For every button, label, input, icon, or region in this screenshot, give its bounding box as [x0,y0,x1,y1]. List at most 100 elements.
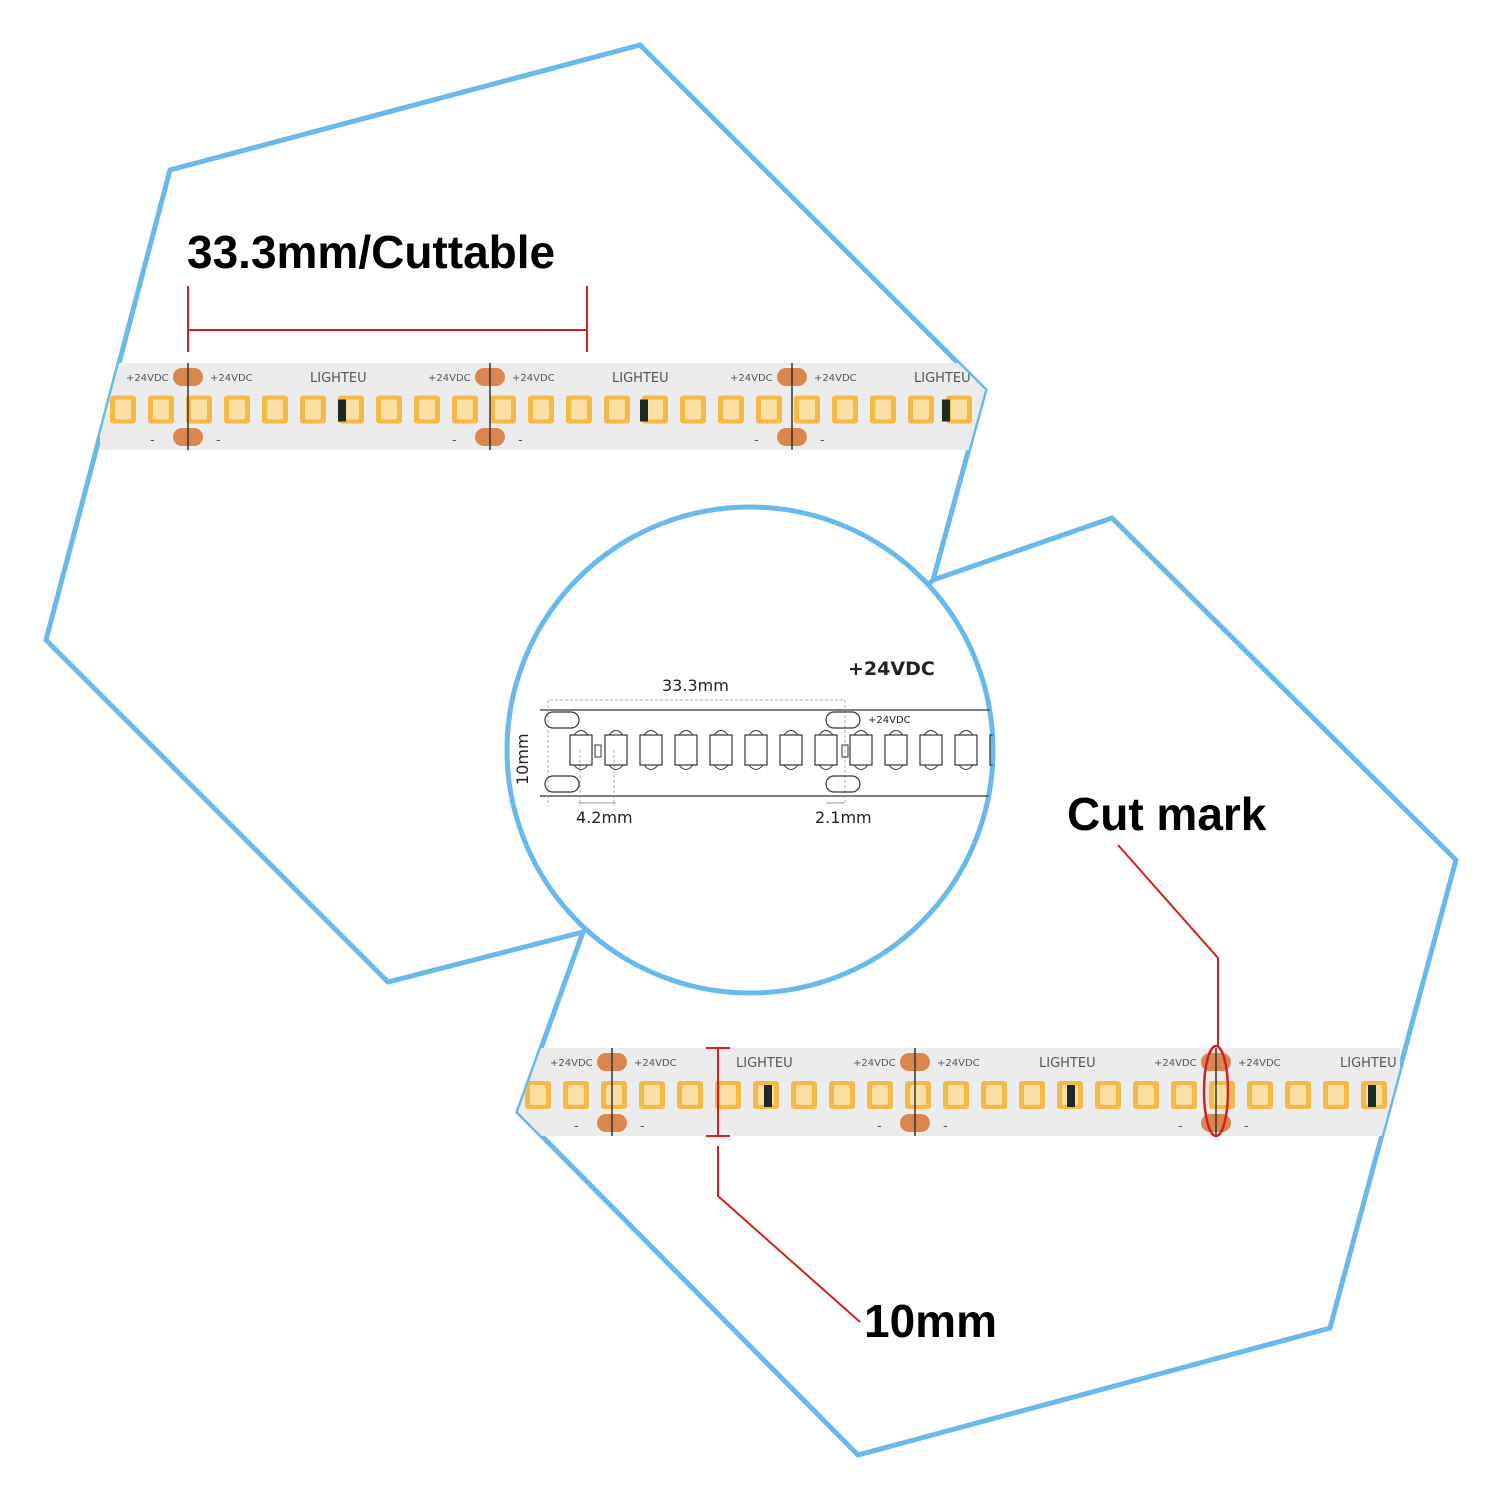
cut-mark-callout: Cut mark [1067,788,1267,1138]
led-core [1138,1085,1154,1105]
resistor [942,399,950,422]
led-core [1024,1085,1040,1105]
strip-voltage-label: +24VDC [853,1058,896,1069]
detail-circle [504,504,996,996]
led-core [685,399,701,420]
resistor [338,399,346,422]
strip-voltage-label: +24VDC [428,373,471,384]
led-chip [984,395,985,424]
strip-voltage-label: +24VDC [634,1058,677,1069]
led-core [644,1085,660,1105]
led-core [343,399,359,420]
diagram-segment-length: 33.3mm [662,676,729,695]
strip-voltage-label: +24VDC [730,373,773,384]
led-outline [639,734,663,766]
led-outline [604,734,628,766]
resistor [1067,1085,1075,1107]
strip-minus-label: - [820,433,825,448]
resistor-outline [841,744,849,758]
led-outline [779,734,803,766]
led-outline [674,734,698,766]
led-lens [923,730,939,770]
led-core [1252,1085,1268,1105]
led-core [647,399,663,420]
led-core [986,1085,1002,1105]
led-core [229,399,245,420]
cuttable-label: 33.3mm/Cuttable [187,226,555,278]
strip-minus-label: - [574,1119,579,1134]
strip-voltage-label: +24VDC [126,373,169,384]
pad-outline [544,775,580,793]
strip-minus-label: - [216,433,221,448]
bottom-hexagon-frame [515,515,1459,1458]
strip-brand-label: LIGHTEU [1340,1056,1397,1071]
strip-brand-label: LIGHTEU [736,1056,793,1071]
led-core [834,1085,850,1105]
resistor [640,399,648,422]
led-core [1214,1085,1230,1105]
led-core [875,399,891,420]
led-core [191,399,207,420]
resistor-outline [594,744,602,758]
diagram-small-voltage: +24VDC [868,715,911,726]
led-core [872,1085,888,1105]
led-core [837,399,853,420]
led-outline [814,734,838,766]
led-core [457,399,473,420]
led-core [799,399,815,420]
led-core [267,399,283,420]
bottom-led-strip: +24VDC +24VDC - - LIGHTEU +24VDC +24VDC - - LIGHT… [518,1048,1425,1136]
width-label: 10mm [864,1295,997,1347]
strip-minus-label: - [640,1119,645,1134]
led-lens [678,730,694,770]
strip-voltage-label: +24VDC [210,373,253,384]
led-outline [744,734,768,766]
strip-minus-label: - [943,1119,948,1134]
top-led-strip: +24VDC +24VDC - - LIGHTEU +24VDC +24VDC - - LIGHT… [100,363,1005,450]
diagram-led-pitch: 4.2mm [576,808,633,827]
led-core [1404,1085,1420,1105]
strip-brand-label: LIGHTEU [612,371,669,386]
strip-voltage-label: +24VDC [550,1058,593,1069]
led-core [1176,1085,1192,1105]
strip-minus-label: - [1178,1119,1183,1134]
led-core [530,1085,546,1105]
led-lens [643,730,659,770]
led-core [533,399,549,420]
strip-minus-label: - [877,1119,882,1134]
led-outline [884,734,908,766]
pad-outline [825,711,861,729]
led-core [495,399,511,420]
strip-minus-label: - [518,433,523,448]
strip-voltage-label: +24VDC [1154,1058,1197,1069]
led-core [1290,1085,1306,1105]
strip-brand-label: LIGHTEU [310,371,367,386]
led-core [761,399,777,420]
led-core [948,1085,964,1105]
led-core [796,1085,812,1105]
led-core [609,399,625,420]
strip-voltage-label: +24VDC [814,373,857,384]
led-core [910,1085,926,1105]
strip-minus-label: - [754,433,759,448]
led-core [720,1085,736,1105]
led-core [419,399,435,420]
led-core [153,399,169,420]
strip-brand-label: LIGHTEU [914,371,971,386]
technical-drawing: +24VDC 33.3mm +24VDC 10mm 4.2mm 2.1mm [513,658,993,827]
led-lens [748,730,764,770]
strip-brand-label: LIGHTEU [1039,1056,1096,1071]
diagram-voltage-label: +24VDC [848,658,935,680]
led-core [951,399,967,420]
width-callout: 10mm [706,1047,997,1347]
strip-voltage-label: +24VDC [1238,1058,1281,1069]
resistor [1368,1085,1376,1107]
led-outline [849,734,873,766]
strip-minus-label: - [150,433,155,448]
led-core [115,399,131,420]
led-core [571,399,587,420]
led-core [682,1085,698,1105]
led-core [989,400,1005,420]
led-lens [783,730,799,770]
